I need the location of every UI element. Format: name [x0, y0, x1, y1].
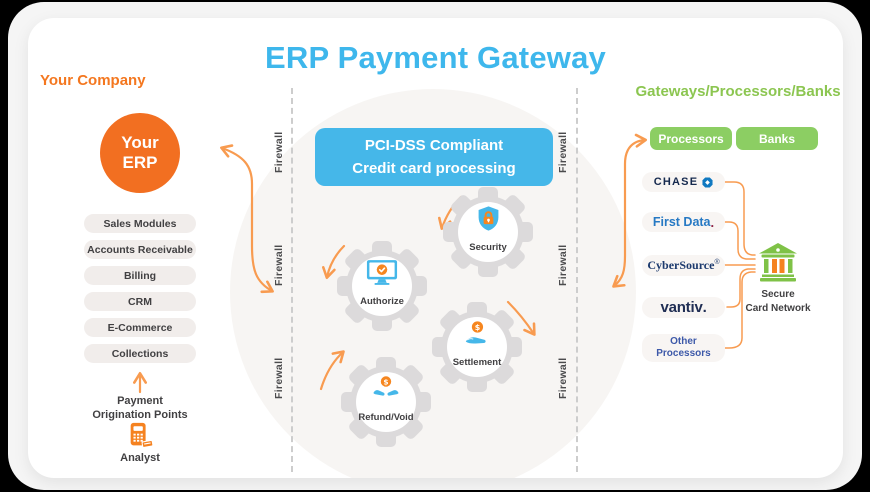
gateways-heading: Gateways/Processors/Banks	[635, 83, 841, 100]
gear-label-security: Security	[469, 242, 507, 253]
vantiv-logo-text: vantiv	[660, 299, 703, 316]
firewall-label: Firewall	[273, 357, 285, 399]
pci-banner: PCI-DSS Compliant Credit card processing	[315, 128, 553, 186]
analyst-label: Analyst	[120, 452, 160, 464]
your-erp-circle: Your ERP	[100, 113, 180, 193]
processors-button: Processors	[650, 127, 732, 150]
processor-pill-chase: CHASE	[642, 172, 725, 192]
module-pill-collections: Collections	[84, 344, 196, 363]
gear-icon	[338, 354, 434, 450]
origination-line2: Origination Points	[92, 408, 188, 421]
connector-firstdata	[724, 221, 756, 260]
calculator-icon	[126, 422, 154, 455]
vantiv-logo-dot: .	[702, 299, 707, 316]
pci-banner-line1: PCI-DSS Compliant	[364, 136, 504, 154]
pci-banner-line2: Credit card processing	[352, 160, 516, 177]
module-pill-crm: CRM	[84, 292, 196, 311]
erp-line2: ERP	[122, 153, 158, 172]
chase-logo-text: CHASE	[653, 176, 699, 188]
banks-button: Banks	[736, 127, 818, 150]
origination-line1: Payment	[117, 395, 163, 407]
other-processors-line1: Other	[670, 336, 697, 347]
processor-pill-vantiv: vantiv.	[642, 297, 725, 318]
your-company-heading: Your Company	[40, 72, 146, 89]
gear-label-refund-void: Refund/Void	[358, 412, 414, 423]
module-pill-sales: Sales Modules	[84, 214, 196, 233]
gear-label-settlement: Settlement	[452, 357, 502, 368]
network-line1: Secure	[761, 289, 795, 300]
firewall-line-left	[291, 88, 293, 472]
diagram-card: ERP Payment Gateway Your Company Gateway…	[28, 18, 843, 478]
page-title: ERP Payment Gateway	[265, 40, 606, 75]
other-processors-line2: Processors	[656, 348, 711, 359]
cybersource-reg-mark: ®	[714, 259, 720, 266]
module-pill-billing: Billing	[84, 266, 196, 285]
monitor-check-icon	[334, 259, 430, 286]
erp-line1: Your	[121, 132, 159, 152]
cybersource-logo-text: CyberSource	[647, 258, 715, 272]
module-pill-accounts-receivable: Accounts Receivable	[84, 240, 196, 259]
firewall-label: Firewall	[273, 244, 285, 286]
processor-pill-other: Other Processors	[642, 334, 725, 362]
network-line2: Card Network	[745, 302, 811, 314]
firewall-label: Firewall	[557, 357, 569, 399]
gear-icon	[334, 238, 430, 334]
coin-dollar-glyph: $	[475, 323, 481, 332]
connector-chase	[724, 181, 756, 256]
hands-coin-icon: $	[338, 375, 434, 401]
firstdata-logo-text: First Data	[652, 215, 711, 229]
module-pill-ecommerce: E-Commerce	[84, 318, 196, 337]
gear-refund-void: $ Refund/Void	[338, 354, 434, 450]
firewall-label: Firewall	[557, 244, 569, 286]
processor-pill-firstdata: First Data.	[642, 212, 725, 232]
coin-dollar-glyph: $	[383, 377, 388, 386]
shield-lock-icon	[440, 205, 536, 232]
firewall-line-right	[576, 88, 578, 472]
gear-security: Security	[440, 184, 536, 280]
gear-authorize: Authorize	[334, 238, 430, 334]
gear-icon	[440, 184, 536, 280]
chase-octagon-icon	[702, 176, 713, 188]
firstdata-logo-dot: .	[710, 214, 715, 230]
bank-icon	[755, 240, 801, 291]
gear-settlement: $ Settlement	[429, 299, 525, 395]
processor-pill-cybersource: CyberSource®	[642, 255, 725, 276]
secure-card-network-label: Secure Card Network	[718, 288, 838, 315]
gear-label-authorize: Authorize	[360, 296, 404, 307]
payment-origination-label: Payment Origination Points	[68, 395, 212, 423]
firewall-label: Firewall	[557, 131, 569, 173]
firewall-label: Firewall	[273, 131, 285, 173]
hand-coin-icon: $	[429, 320, 525, 348]
